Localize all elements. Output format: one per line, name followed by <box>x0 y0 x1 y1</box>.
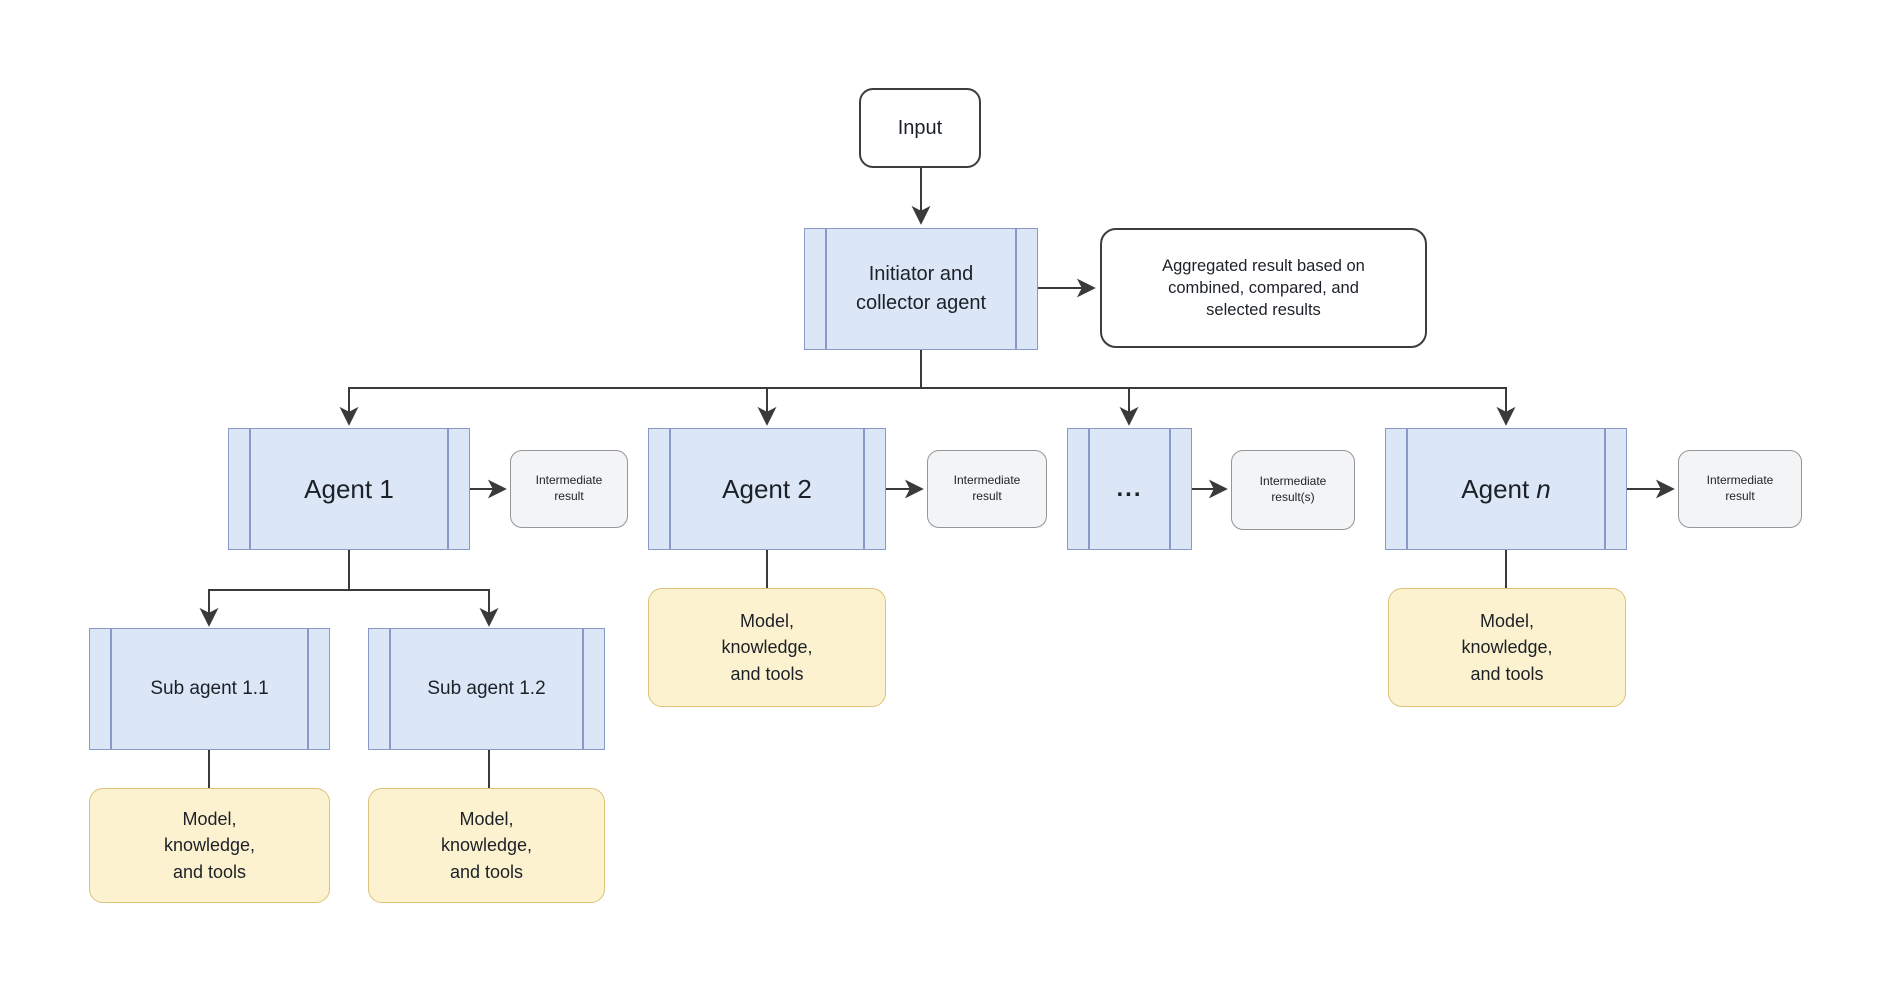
model-knowledge-tools-n-label: Model,knowledge,and tools <box>1461 611 1553 684</box>
agent-1-label: Agent 1 <box>304 473 394 504</box>
sub-agent-1-2-box: Sub agent 1.2 <box>368 628 605 750</box>
model-knowledge-tools-n-box: Model,knowledge,and tools <box>1388 588 1626 707</box>
input-label: Input <box>897 117 943 139</box>
model-knowledge-tools-1-1-box: Model,knowledge,and tools <box>89 788 330 903</box>
agent-1-box: Agent 1 <box>228 428 470 550</box>
model-knowledge-tools-1-2-box: Model,knowledge,and tools <box>368 788 605 903</box>
more-agents-label: ... <box>1116 475 1143 503</box>
model-knowledge-tools-1-2-label: Model,knowledge,and tools <box>440 809 533 882</box>
agent-2-box: Agent 2 <box>648 428 886 550</box>
sub-agent-1-2-label: Sub agent 1.2 <box>427 677 546 699</box>
model-knowledge-tools-2-box: Model,knowledge,and tools <box>648 588 886 707</box>
sub-agent-1-1-box: Sub agent 1.1 <box>89 628 330 750</box>
input-box: Input <box>859 88 981 168</box>
model-knowledge-tools-1-1-label: Model,knowledge,and tools <box>163 809 256 882</box>
agent-2-label: Agent 2 <box>722 473 812 504</box>
more-agents-box: ... <box>1067 428 1192 550</box>
model-knowledge-tools-2-label: Model,knowledge,and tools <box>721 611 813 684</box>
sub-agent-1-1-label: Sub agent 1.1 <box>150 677 269 699</box>
